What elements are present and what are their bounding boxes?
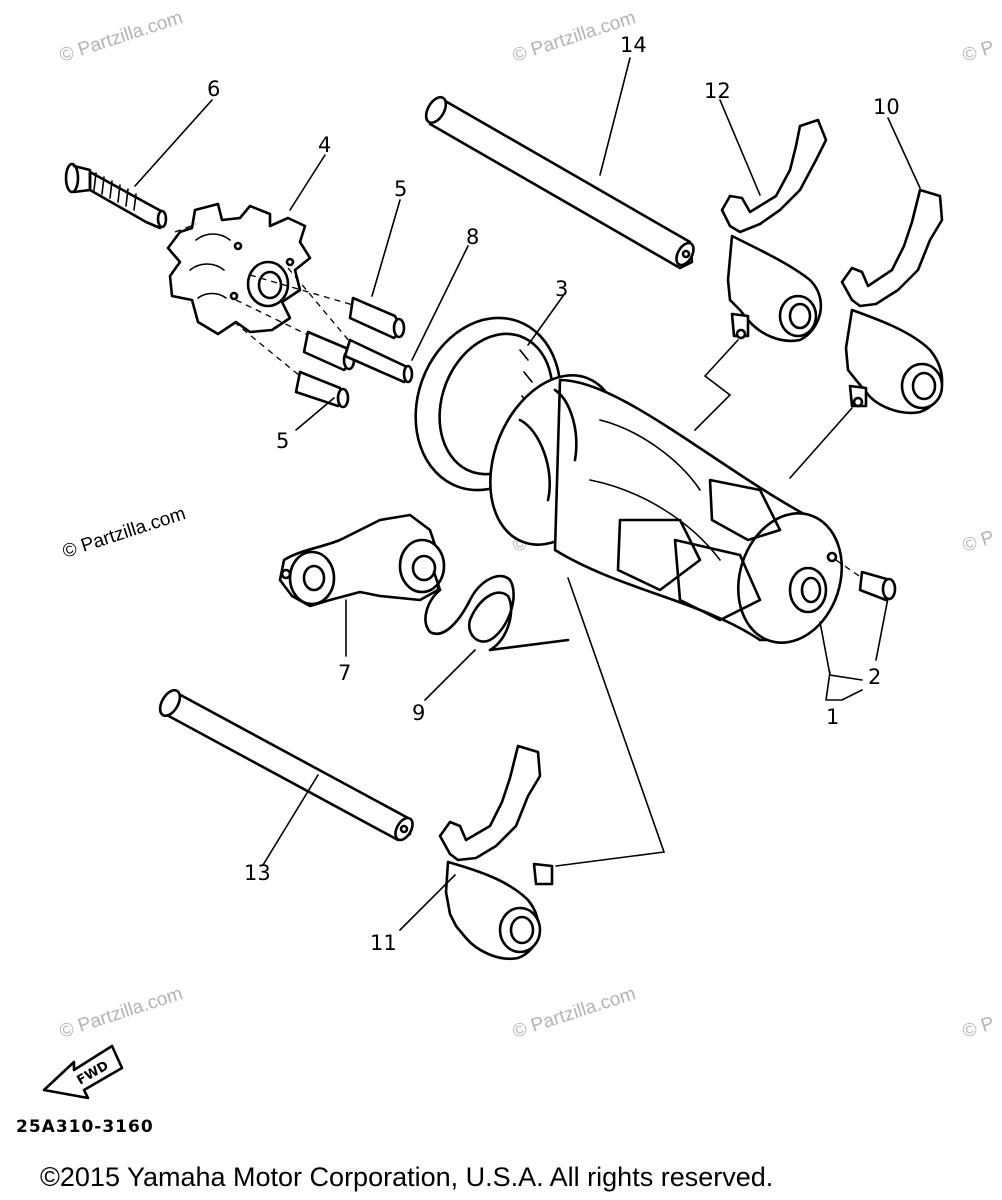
part-12-shift-fork: [720, 118, 828, 343]
watermark: © Partzilla.com: [60, 503, 188, 563]
callout-12: 12: [704, 79, 731, 103]
callout-5-top: 5: [394, 177, 407, 201]
callout-9: 9: [412, 701, 425, 725]
part-14-shaft: [424, 95, 695, 270]
part-4-segment: [166, 202, 312, 336]
drawing-code: 25A310-3160: [16, 1117, 154, 1137]
callout-13: 13: [244, 861, 271, 885]
callout-14: 14: [620, 33, 647, 57]
leader-lines: [134, 57, 921, 931]
copyright-notice: ©2015 Yamaha Motor Corporation, U.S.A. A…: [40, 1162, 773, 1192]
watermark: © P: [960, 37, 997, 67]
callout-8: 7: [338, 661, 351, 685]
part-7-bolt: [64, 162, 168, 230]
callout-5-bottom: 5: [276, 429, 289, 453]
part-10-shift-fork: [840, 188, 944, 415]
watermark: © P: [960, 527, 997, 557]
part-6-shaft: [343, 338, 414, 384]
callout-2: 2: [868, 665, 881, 689]
watermark: © P: [960, 1013, 997, 1043]
part-8-lever: [278, 513, 446, 608]
assembly-dashes: [174, 223, 354, 377]
watermark: © Partzilla.com: [510, 983, 638, 1043]
part-11-shift-fork: [438, 744, 554, 961]
watermark: © Partzilla.com: [57, 983, 185, 1043]
callout-4: 4: [318, 133, 331, 157]
part-9-spring: [424, 570, 570, 652]
part-1-shift-drum: [489, 374, 844, 644]
watermark: © Partzilla.com: [57, 7, 185, 67]
callout-3: 3: [555, 277, 568, 301]
callout-1: 1: [826, 705, 839, 729]
callout-11: 11: [370, 931, 397, 955]
part-13-shaft: [158, 688, 414, 842]
callout-10: 10: [873, 95, 900, 119]
callout-6: 8: [466, 225, 479, 249]
part-2-pin: [835, 559, 897, 602]
fwd-arrow-icon: FWD: [42, 1044, 124, 1100]
callout-7: 6: [207, 77, 220, 101]
callout-numbers: 6 4 5 8 5 3 14 12 10 2 1 7 9 13 11: [207, 33, 900, 955]
